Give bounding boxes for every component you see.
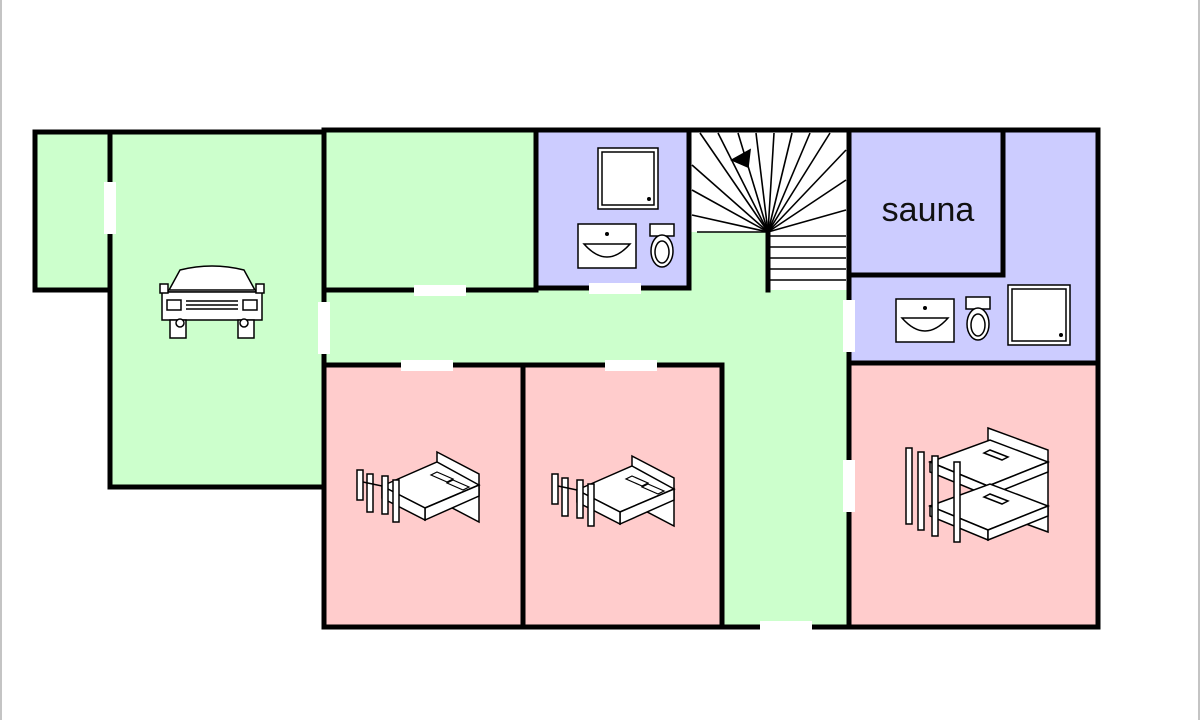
bunk-bed-icon xyxy=(905,426,1051,543)
shower-room-fixtures xyxy=(895,284,1071,346)
bathroom-1-fixtures xyxy=(577,147,675,269)
room-shower-room xyxy=(1003,132,1098,275)
sink-icon xyxy=(577,223,637,269)
door-bedroom1-hall xyxy=(401,360,453,371)
room-storage xyxy=(324,132,536,290)
sauna-label: sauna xyxy=(882,191,975,229)
room-sauna xyxy=(849,132,1003,275)
shower-tray-icon xyxy=(597,147,659,210)
stair-direction-arrow-icon xyxy=(730,148,751,169)
room-hallway xyxy=(324,232,849,627)
shower-tray-icon xyxy=(1007,284,1071,346)
car-icon xyxy=(159,265,265,339)
walls xyxy=(32,127,1101,630)
door-bedroom2-hall xyxy=(605,360,657,371)
door-bath-hall xyxy=(589,283,641,294)
door-bedroom3-hall xyxy=(843,460,855,512)
door-entrance xyxy=(760,621,812,633)
room-shed xyxy=(35,132,110,290)
stairs-lower-steps xyxy=(768,232,849,290)
toilet-icon xyxy=(965,296,991,341)
door-shed-garage xyxy=(104,182,116,234)
staircase-icon xyxy=(691,132,847,281)
door-garage-hall xyxy=(318,302,330,354)
door-openings xyxy=(104,182,855,633)
sink-icon xyxy=(895,298,955,343)
door-storage-hall xyxy=(414,285,466,296)
door-shower-hall xyxy=(843,300,855,352)
toilet-icon xyxy=(649,223,675,268)
